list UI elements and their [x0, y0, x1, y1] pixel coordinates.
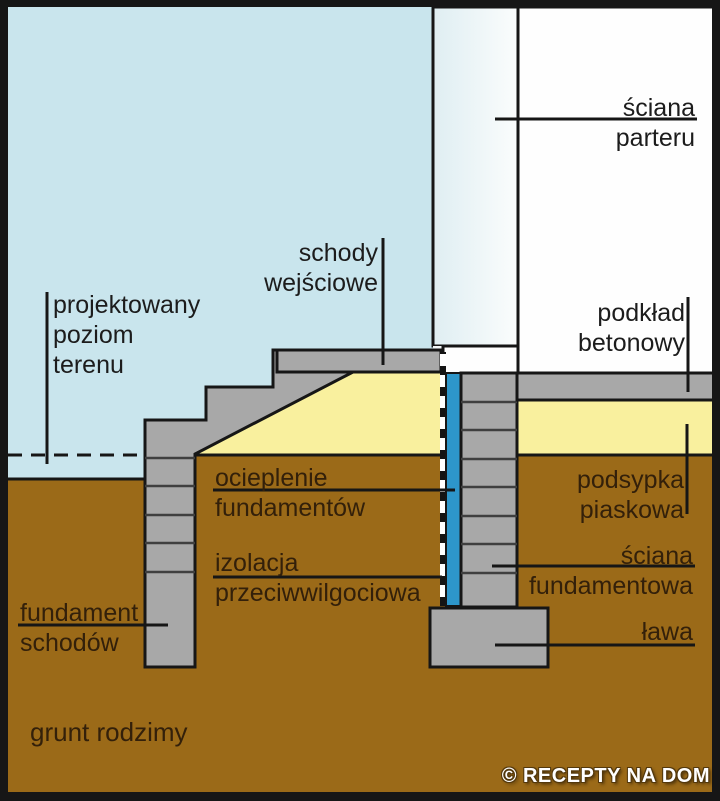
damp-proof-membrane-backing	[440, 352, 446, 606]
construction-cross-section-diagram	[8, 7, 712, 792]
stair-foundation-seams	[145, 456, 195, 574]
floor-edge-notch	[441, 344, 520, 376]
concrete-underlay-slab	[515, 371, 712, 402]
house-wall-section	[431, 7, 520, 348]
interior-region	[516, 7, 712, 376]
stair-landing-slab	[275, 348, 443, 374]
footing	[428, 606, 550, 669]
watermark-recepty-na-dom: © RECEPTY NA DOM	[501, 765, 710, 787]
foundation-wall-seams	[461, 400, 517, 575]
sand-bedding-layer	[518, 400, 712, 455]
sand-wedge	[195, 372, 441, 454]
ground-surface-line	[8, 453, 712, 481]
